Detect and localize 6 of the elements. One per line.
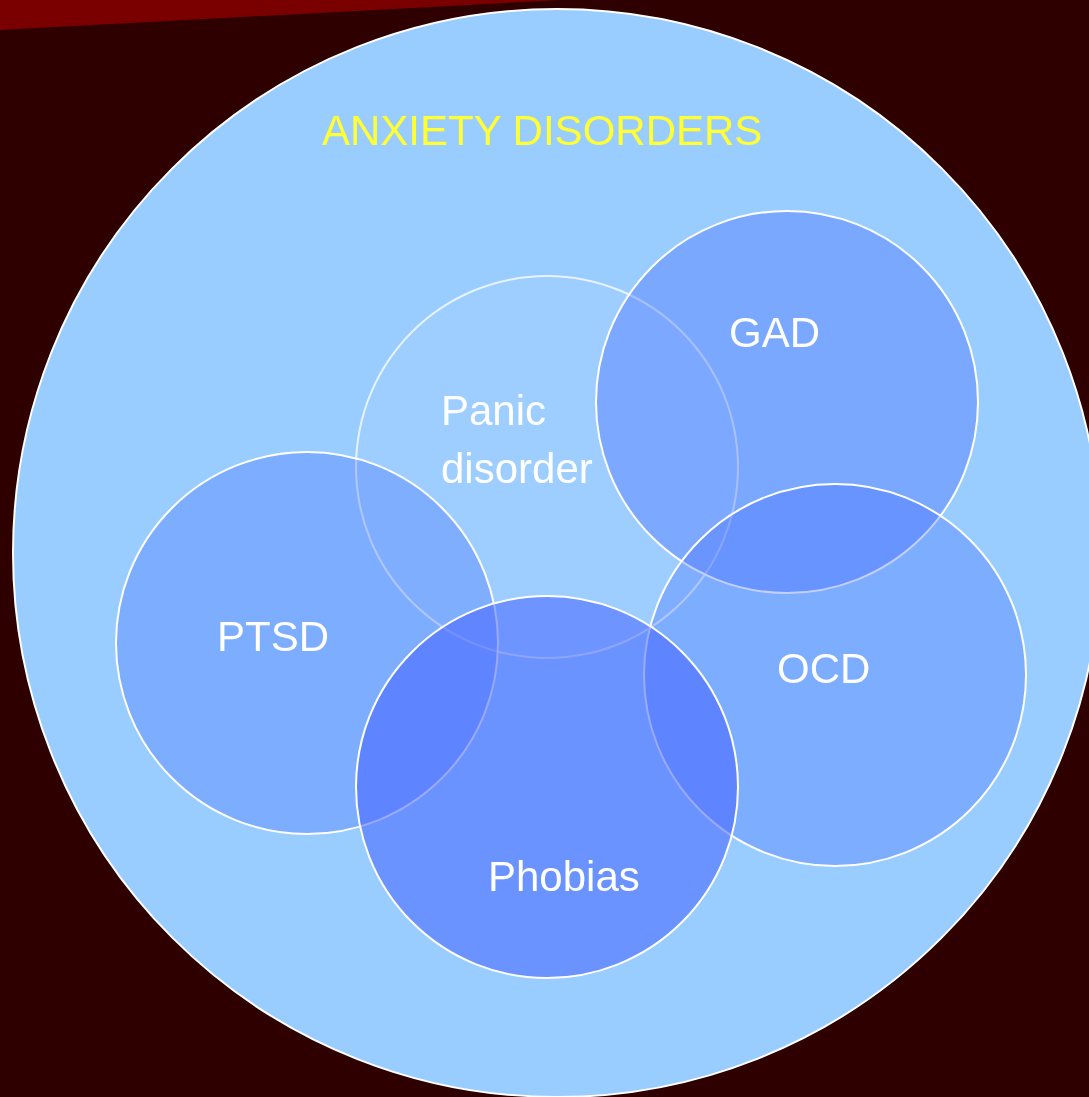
circle-label: Panic disorder (441, 386, 594, 494)
circle-label: GAD (729, 308, 820, 358)
circle-label: PTSD (217, 612, 329, 662)
circle-label: OCD (777, 644, 871, 694)
category-heading: ANXIETY DISORDERS (322, 106, 763, 156)
circle-label: Phobias (488, 852, 640, 902)
